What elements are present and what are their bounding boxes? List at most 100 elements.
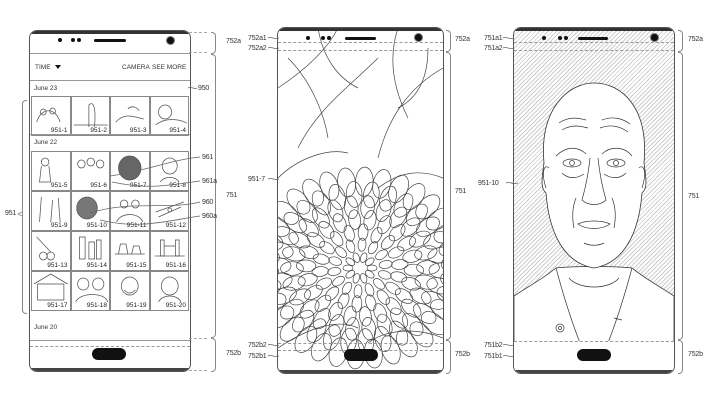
- petal: [360, 273, 368, 284]
- petal: [440, 254, 443, 274]
- phone-portrait: [513, 27, 675, 374]
- thumbnail-label: 951-19: [126, 302, 147, 309]
- phone-flower: [277, 27, 444, 374]
- thumbnail[interactable]: 951-1: [31, 96, 71, 136]
- thumbnail-label: 951-6: [90, 182, 107, 189]
- thumbnail-label: 951-4: [169, 127, 186, 134]
- petal: [297, 273, 318, 287]
- ref-752a: 752a: [226, 38, 241, 45]
- thumbnail[interactable]: 951-5: [31, 151, 71, 191]
- petal: [335, 246, 347, 258]
- thumbnail[interactable]: 951-10: [70, 191, 110, 231]
- thumbnail[interactable]: 951-20: [149, 271, 189, 311]
- petal: [370, 227, 383, 244]
- see-more-button[interactable]: SEE MORE: [152, 64, 187, 71]
- thumbnail-image: [114, 243, 145, 255]
- thumbnail-image: [39, 157, 52, 183]
- home-button[interactable]: [577, 349, 611, 361]
- brace-751: [211, 54, 216, 338]
- sensor-dot: [327, 36, 331, 40]
- home-button[interactable]: [344, 349, 378, 361]
- petal: [402, 183, 426, 211]
- petal: [357, 237, 367, 252]
- thumbnail-image: [75, 196, 98, 220]
- brace-752b: [678, 340, 683, 374]
- sensor-dot: [71, 38, 75, 42]
- petal: [342, 264, 354, 272]
- thumbnail[interactable]: 951-16: [149, 231, 189, 271]
- thumbnail[interactable]: 951-17: [31, 271, 71, 311]
- speaker-grille: [345, 37, 376, 40]
- thumbnail[interactable]: 951-9: [31, 191, 71, 231]
- petal: [403, 263, 425, 277]
- thumbnail[interactable]: 951-18: [70, 271, 110, 311]
- leaf: [397, 47, 429, 109]
- brace-752b: [446, 340, 451, 374]
- thumbnail-image: [159, 157, 179, 183]
- petal: [343, 305, 357, 326]
- region-boundary: [278, 42, 443, 43]
- thumbnail-label: 951-13: [47, 262, 68, 269]
- thumbnail-label: 951-2: [90, 127, 107, 134]
- petal: [345, 270, 356, 279]
- phone-top-edge: [514, 28, 674, 31]
- brace-751: [446, 52, 451, 340]
- thumbnail[interactable]: 951-6: [70, 151, 110, 191]
- ref-961: 961: [202, 154, 214, 161]
- petal: [388, 246, 405, 259]
- ref-751a2: 751a2: [484, 45, 503, 52]
- petal: [380, 235, 396, 250]
- leader-line: [189, 32, 207, 33]
- flower-image: [278, 28, 443, 370]
- thumbnail[interactable]: 951-8: [149, 151, 189, 191]
- thumbnail[interactable]: 951-19: [110, 271, 150, 311]
- thumbnail-label: 951-17: [47, 302, 68, 309]
- leader-line: [189, 52, 207, 53]
- petal: [440, 270, 443, 290]
- sort-time-button[interactable]: TIME: [35, 64, 62, 71]
- petal: [385, 281, 401, 295]
- petal: [343, 224, 355, 242]
- petal: [430, 299, 443, 321]
- petal: [283, 212, 307, 234]
- petal: [353, 284, 363, 299]
- petal: [294, 325, 318, 353]
- thumbnail[interactable]: 951-4: [149, 96, 189, 136]
- leaf: [317, 28, 359, 89]
- nav-divider: [30, 340, 190, 341]
- brace-752a: [446, 30, 451, 52]
- thumbnail[interactable]: 951-15: [110, 231, 150, 271]
- petal: [341, 281, 353, 295]
- thumbnail[interactable]: 951-13: [31, 231, 71, 271]
- thumbnail-image: [76, 157, 104, 169]
- thumbnail[interactable]: 951-2: [70, 96, 110, 136]
- thumbnail-label: 951-15: [126, 262, 147, 269]
- ref-752b: 752b: [226, 350, 241, 357]
- phone-bottom-edge: [514, 370, 674, 373]
- brace-752b: [211, 338, 216, 372]
- home-button[interactable]: [92, 348, 126, 360]
- section-date-june22: June 22: [34, 139, 58, 146]
- camera-button[interactable]: CAMERA: [122, 64, 150, 71]
- ref-752a1: 752a1: [248, 35, 267, 42]
- ref-752b2: 752b2: [248, 342, 267, 349]
- ref-751: 751: [455, 188, 467, 195]
- thumbnail[interactable]: 951-14: [70, 231, 110, 271]
- petal: [366, 264, 378, 272]
- leaf: [297, 57, 379, 149]
- petal: [278, 262, 280, 282]
- thumbnail-label: 951-8: [169, 182, 186, 189]
- thumbnail[interactable]: 951-12: [149, 191, 189, 231]
- ref-751b2: 751b2: [484, 342, 503, 349]
- petal: [278, 305, 295, 329]
- sensor-dot: [58, 38, 62, 42]
- thumbnail[interactable]: 951-3: [110, 96, 150, 136]
- ref-951-10: 951-10: [478, 180, 499, 187]
- petal: [360, 195, 375, 219]
- leaf: [278, 323, 359, 349]
- thumbnail-label: 951-1: [50, 127, 68, 134]
- phone-bottom-edge: [278, 370, 443, 373]
- phone-top-edge: [30, 31, 190, 34]
- region-boundary: [514, 50, 674, 51]
